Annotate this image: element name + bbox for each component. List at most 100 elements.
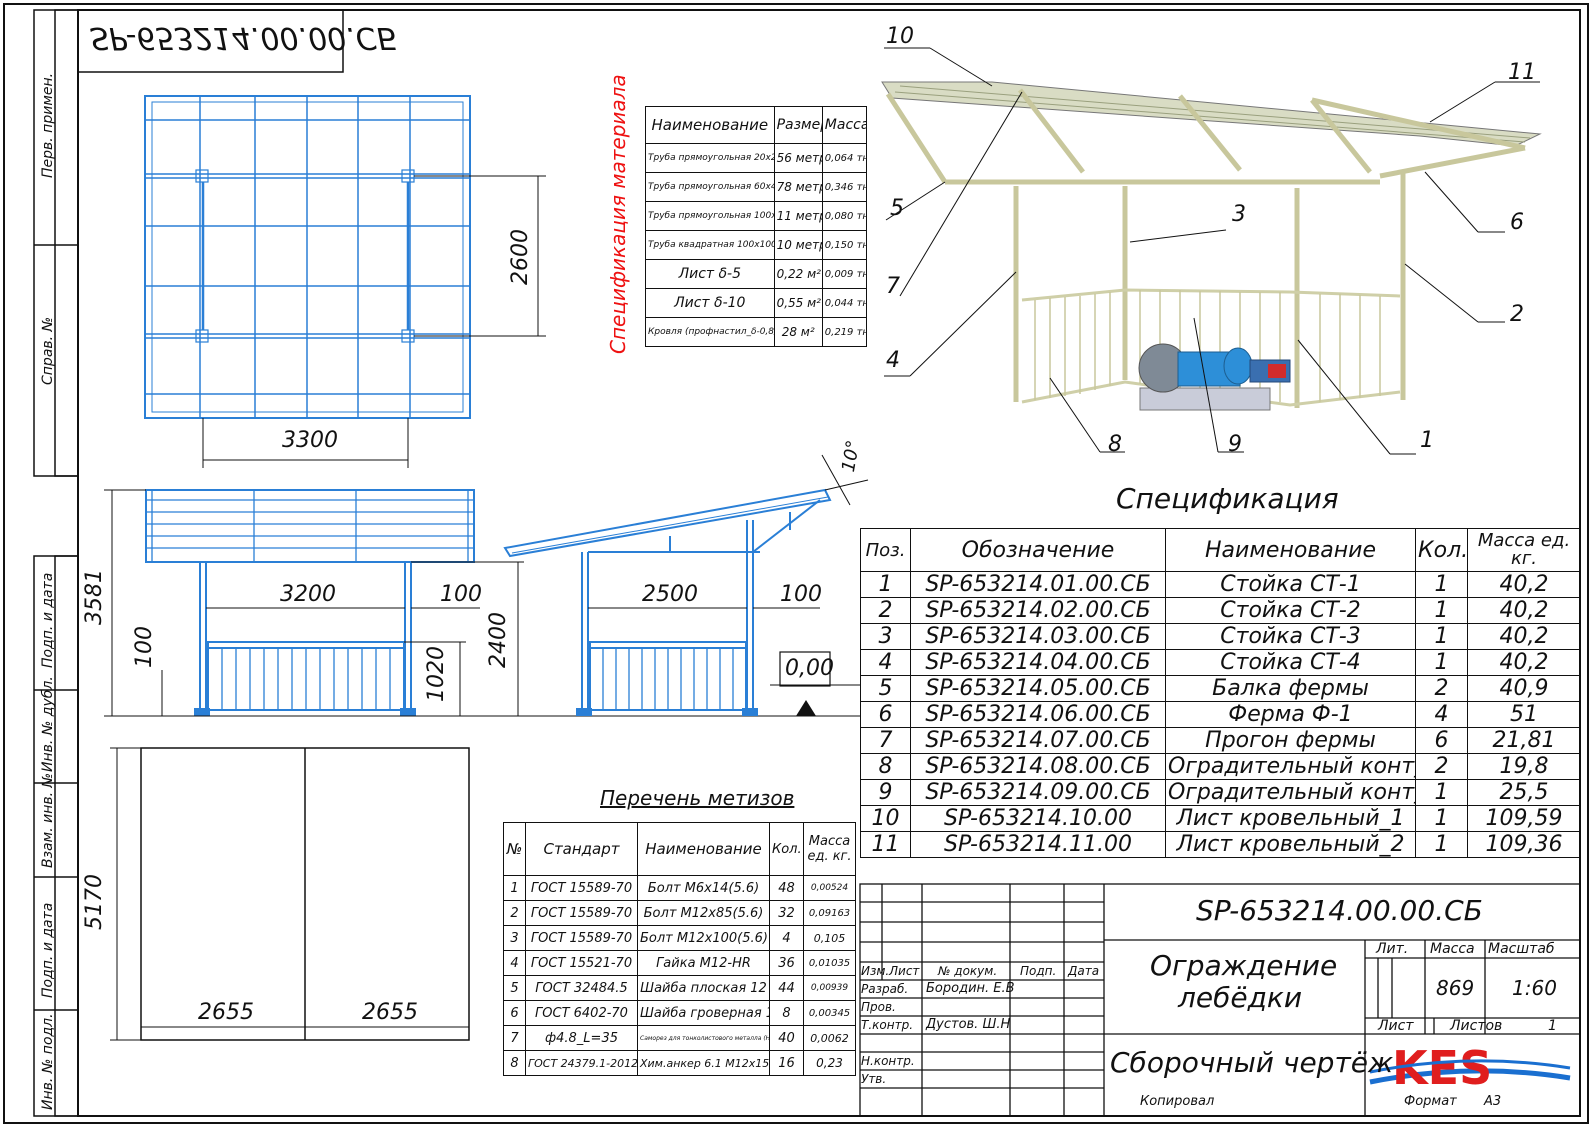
sheets-value: 1: [1548, 1018, 1557, 1034]
side-strip: [33, 9, 79, 1117]
callout-3: 3: [1232, 202, 1246, 227]
kes-logo: KES: [1369, 1041, 1571, 1095]
material-spec-title: Спецификация материала: [606, 74, 630, 354]
side-label-sprav: Справ. №: [40, 316, 56, 385]
table-row: Труба прямоугольная 20х20х256 метр0,064 …: [645, 143, 868, 173]
callout-7: 7: [886, 274, 900, 299]
spec-table: Поз. Обозначение Наименование Кол. Масса…: [860, 528, 1581, 858]
side-label-inv-dubl: Инв. № дубл.: [40, 676, 56, 772]
tb-tcontrol: Дустов. Ш.Н: [926, 1017, 1011, 1032]
dim-front-1020: 1020: [424, 646, 449, 702]
tb-col-doc: № докум.: [938, 964, 998, 978]
callout-8: 8: [1108, 432, 1122, 457]
side-label-podp2: Подп. и дата: [40, 902, 56, 998]
met-header-name: Наименование: [637, 822, 770, 876]
lit-label: Лит.: [1376, 941, 1409, 957]
title-block-doctype: Сборочный чертёж: [1110, 1046, 1394, 1079]
spec-header-name: Наименование: [1165, 528, 1416, 572]
front-view: [104, 489, 860, 717]
dim-front-3581: 3581: [82, 569, 107, 625]
tb-role-prov: Пров.: [861, 1000, 896, 1014]
dim-side-2500: 2500: [642, 582, 698, 607]
callout-6: 6: [1510, 210, 1524, 235]
dim-front-100b: 100: [132, 626, 157, 668]
title-block-name: Ограждение лебёдки: [1150, 949, 1338, 1014]
leader-lines: [884, 47, 1540, 455]
material-spec-table: Наименование Размер Масса Труба прямоуго…: [645, 106, 868, 347]
spec-header-code: Обозначение: [910, 528, 1166, 572]
mat-header-name: Наименование: [645, 106, 775, 144]
copied-label: Копировал: [1140, 1094, 1215, 1109]
dim-bottom-2655a: 2655: [198, 1000, 254, 1025]
dim-front-100: 100: [440, 582, 482, 607]
mat-header-size: Размер: [773, 106, 823, 144]
dim-front-2400: 2400: [486, 612, 511, 668]
sheet-label: Лист: [1378, 1018, 1414, 1034]
sheets-label: Листов: [1450, 1018, 1503, 1034]
tb-col-list: Лист: [889, 964, 920, 978]
tb-col-podp: Подп.: [1020, 964, 1057, 978]
side-label-inv-podl: Инв. № подл.: [40, 1013, 56, 1110]
dim-top-width: 3300: [282, 428, 338, 453]
callout-10: 10: [886, 24, 914, 49]
met-header-no: №: [503, 822, 526, 876]
top-view: [144, 95, 546, 468]
fasteners-title: Перечень метизов: [600, 786, 795, 810]
dim-top-height: 2600: [508, 229, 533, 285]
tb-role-razrab: Разраб.: [861, 982, 909, 996]
outer-border: [3, 3, 1589, 1124]
callout-4: 4: [886, 348, 900, 373]
side-label-vzam: Взам. инв. №: [40, 772, 56, 868]
mass-value: 869: [1436, 976, 1475, 1000]
side-label-perv: Перв. примен.: [40, 72, 56, 178]
title-block-code: SP-653214.00.00.СБ: [1196, 894, 1483, 927]
mat-header-mass: Масса: [821, 106, 868, 144]
spec-title: Спецификация: [1116, 482, 1339, 515]
callout-5: 5: [890, 196, 904, 221]
mass-label: Масса: [1430, 941, 1475, 957]
format-label: Формат: [1404, 1094, 1457, 1109]
isometric-view: [881, 81, 1542, 411]
met-header-qty: Кол.: [769, 822, 804, 876]
svg-text:KES: KES: [1392, 1041, 1492, 1095]
title-block-grid: [859, 883, 1581, 1117]
callout-2: 2: [1510, 302, 1524, 327]
callout-11: 11: [1508, 60, 1536, 85]
scale-label: Масштаб: [1488, 941, 1555, 957]
mirrored-drawing-code: SP-653214.00.00.СБ: [90, 20, 398, 55]
dim-side-100: 100: [780, 582, 822, 607]
callout-9: 9: [1228, 432, 1242, 457]
tb-role-utv: Утв.: [861, 1072, 887, 1086]
bottom-view: [110, 747, 470, 1041]
spec-header-qty: Кол.: [1415, 528, 1468, 572]
level-mark: 0,00: [785, 656, 834, 681]
side-label-podp1: Подп. и дата: [40, 572, 56, 668]
mirrored-code-box: [77, 9, 344, 73]
scale-value: 1:60: [1512, 976, 1557, 1000]
dim-bottom-2655b: 2655: [362, 1000, 418, 1025]
callout-1: 1: [1420, 428, 1434, 453]
tb-role-tcontrol: Т.контр.: [861, 1018, 914, 1032]
dim-front-3200: 3200: [280, 582, 336, 607]
met-header-mass: Масса ед. кг.: [803, 822, 856, 876]
table-row: Труба прямоугольная 100х60х311 метр0,080…: [645, 201, 868, 231]
